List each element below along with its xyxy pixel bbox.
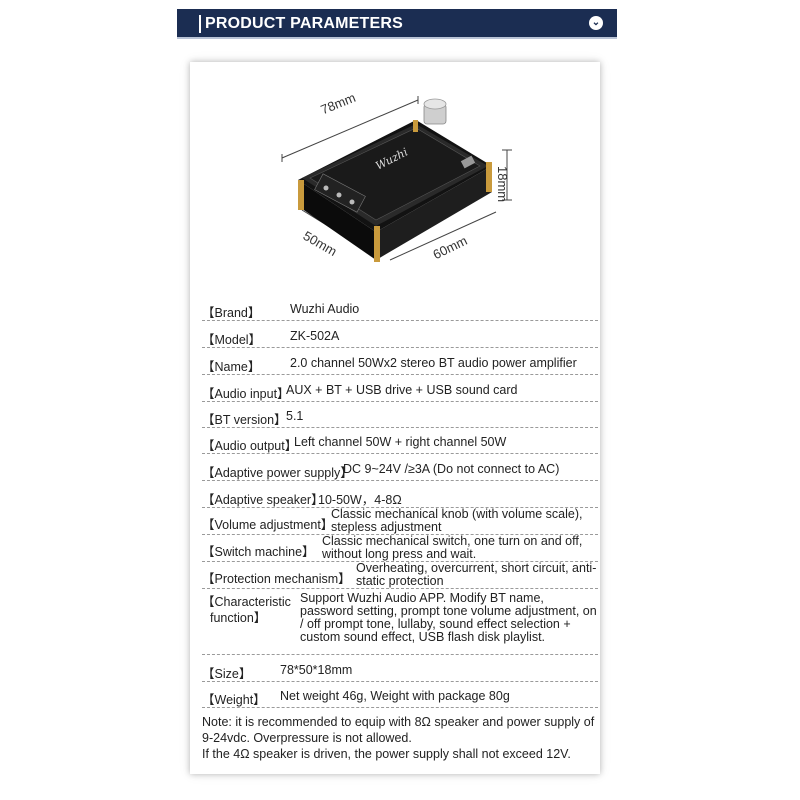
param-label: 【Size】 — [202, 667, 252, 681]
param-value: Left channel 50W + right channel 50W — [294, 435, 507, 449]
param-value: DC 9~24V /≥3A (Do not connect to AC) — [343, 462, 560, 476]
param-row: 【Adaptive power supply】DC 9~24V /≥3A (Do… — [202, 458, 598, 481]
param-value: 5.1 — [286, 409, 304, 423]
param-label: 【Audio input】 — [202, 387, 290, 401]
param-row: 【Brand】 Wuzhi Audio — [202, 298, 598, 321]
product-photo: Wuzhi — [281, 96, 512, 262]
section-title: PRODUCT PARAMETERS — [205, 15, 403, 32]
param-row: 【Weight】 Net weight 46g, Weight with pack… — [202, 685, 598, 708]
param-row: 【Size】 78*50*18mm — [202, 659, 598, 682]
param-label: 【Adaptive power supply】 — [202, 466, 353, 480]
param-row: 【BT version】5.1 — [202, 405, 598, 428]
param-row: 【Adaptive speaker】10-50W，4-8Ω — [202, 485, 598, 508]
param-row: 【Name】 2.0 channel 50Wx2 stereo BT audio … — [202, 352, 598, 375]
param-label: 【Brand】 — [202, 306, 261, 320]
param-row: 【Model】 ZK-502A — [202, 325, 598, 348]
chevron-down-icon[interactable]: ⌄ — [589, 16, 603, 30]
note-line-1: Note: it is recommended to equip with 8Ω… — [202, 715, 595, 745]
param-value: AUX + BT + USB drive + USB sound card — [286, 383, 518, 397]
note-line-2: If the 4Ω speaker is driven, the power s… — [202, 747, 571, 761]
param-row: 【Audio input】AUX + BT + USB drive + USB … — [202, 379, 598, 402]
param-value: 2.0 channel 50Wx2 stereo BT audio power … — [290, 356, 577, 370]
param-value: Net weight 46g, Weight with package 80g — [280, 689, 510, 703]
param-value: Classic mechanical knob (with volume sca… — [331, 507, 583, 534]
header-accent-bar — [199, 15, 201, 33]
param-label: 【Model】 — [202, 333, 262, 347]
section-header: PRODUCT PARAMETERS ⌄ — [177, 9, 617, 39]
param-label: 【Audio output】 — [202, 439, 298, 453]
param-row: 【Switch machine】 Classic mechanical switc… — [202, 535, 598, 562]
param-label: 【BT version】 — [202, 413, 287, 427]
param-label: 【Characteristic function】 — [202, 594, 291, 626]
param-value: Classic mechanical switch, one turn on a… — [322, 534, 583, 561]
param-label: 【Volume adjustment】 — [202, 518, 334, 532]
param-row: 【Characteristic function】 Support Wuzhi Au… — [202, 588, 598, 655]
param-value: Support Wuzhi Audio APP. Modify BT name,… — [300, 591, 597, 644]
param-label-line: 【Characteristic — [202, 595, 291, 609]
param-row: 【Volume adjustment】Classic mechanical kn… — [202, 508, 598, 535]
param-label: 【Switch machine】 — [202, 545, 315, 559]
param-label: 【Protection mechanism】 — [202, 572, 351, 586]
param-label: 【Name】 — [202, 360, 261, 374]
param-value: ZK-502A — [290, 329, 340, 343]
param-label: 【Adaptive speaker】 — [202, 493, 324, 507]
dimension-height-label: 18mm — [495, 166, 510, 203]
parameters-card: Wuzhi 78mm 18mm 50mm 60mm 【Brand】Wuzhi A… — [190, 62, 600, 774]
param-value: 10-50W，4-8Ω — [318, 493, 402, 507]
param-label: 【Weight】 — [202, 693, 266, 707]
note-text: Note: it is recommended to equip with 8Ω… — [202, 714, 600, 762]
param-value: Wuzhi Audio — [290, 302, 360, 316]
param-row: 【Audio output】Left channel 50W + right c… — [202, 431, 598, 454]
param-value: 78*50*18mm — [280, 663, 353, 677]
param-label-line: function】 — [210, 611, 267, 625]
param-row: 【Protection mechanism】 Overheating, overc… — [202, 562, 598, 589]
param-value: Overheating, overcurrent, short circuit,… — [356, 561, 597, 588]
